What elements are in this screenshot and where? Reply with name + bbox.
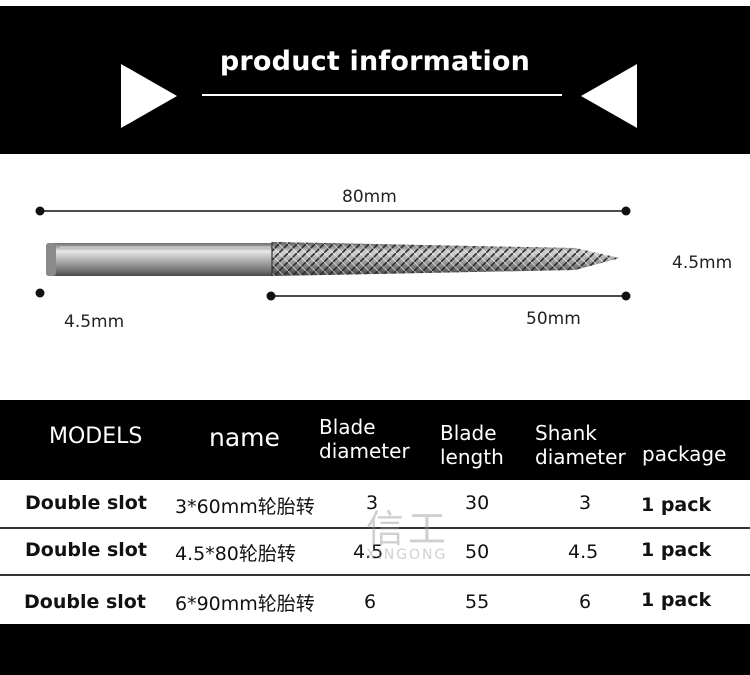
blade-length-label: 50mm [526,309,581,329]
cell-shank-diameter: 4.5 [568,541,599,563]
col-shank-diameter-line2: diameter [535,445,626,469]
page-title: product information [219,46,531,77]
head-diameter-label: 4.5mm [672,253,733,273]
cell-model: Double slot [25,492,147,514]
col-shank-diameter: Shank diameter [535,421,626,469]
shank-body [46,243,276,276]
cell-name: 3*60mm轮胎转 [175,496,315,518]
col-blade-length-line2: length [440,445,504,469]
cell-shank-diameter: 3 [579,492,592,514]
cell-blade-length: 55 [465,591,490,613]
cell-blade-diameter: 3 [366,492,379,514]
col-blade-length-line1: Blade [440,421,497,445]
col-name: name [209,423,280,452]
shank-diameter-label: 4.5mm [64,312,125,332]
cell-blade-length: 30 [465,492,490,514]
cell-package: 1 pack [641,589,712,611]
col-blade-diameter-line2: diameter [319,439,410,463]
col-shank-diameter-line1: Shank [535,421,597,445]
dimension-dot [35,288,45,298]
cell-package: 1 pack [641,539,712,561]
cell-name: 6*90mm轮胎转 [175,593,315,615]
dimension-dot [266,291,276,301]
col-blade-length: Blade length [440,421,504,469]
shank-end [46,243,56,276]
cell-name: 4.5*80轮胎转 [175,543,296,565]
table-header: MODELS name Blade diameter Blade length … [0,400,750,480]
header-banner: product information [0,6,750,154]
cell-model: Double slot [24,591,146,613]
cell-model: Double slot [25,539,147,561]
dimension-dot [621,291,631,301]
col-package: package [642,442,727,466]
cell-blade-length: 50 [465,541,490,563]
triangle-left-icon [581,64,637,128]
table-row: Double slot 4.5*80轮胎转 4.5 50 4.5 1 pack [0,529,750,575]
cell-blade-diameter: 6 [364,591,377,613]
table-row: Double slot 6*90mm轮胎转 6 55 6 1 pack [0,578,750,624]
col-blade-diameter: Blade diameter [319,415,410,463]
cell-blade-diameter: 4.5 [353,541,384,563]
row-divider [0,527,750,529]
row-divider [0,574,750,576]
dimension-dot [621,206,631,216]
burr-bit-drawing [35,206,631,301]
cell-shank-diameter: 6 [579,591,592,613]
dimension-diagram: 80mm 4.5mm 4.5mm 50mm [0,154,750,400]
col-models: MODELS [49,424,143,449]
table-row: Double slot 3*60mm轮胎转 3 30 3 1 pack [0,482,750,528]
dimension-dot [35,206,45,216]
footer-bar [0,624,750,675]
triangle-right-icon [121,64,177,128]
col-blade-diameter-line1: Blade [319,415,376,439]
cell-package: 1 pack [641,494,712,516]
total-length-label: 80mm [342,187,397,207]
title-underline [202,94,562,96]
